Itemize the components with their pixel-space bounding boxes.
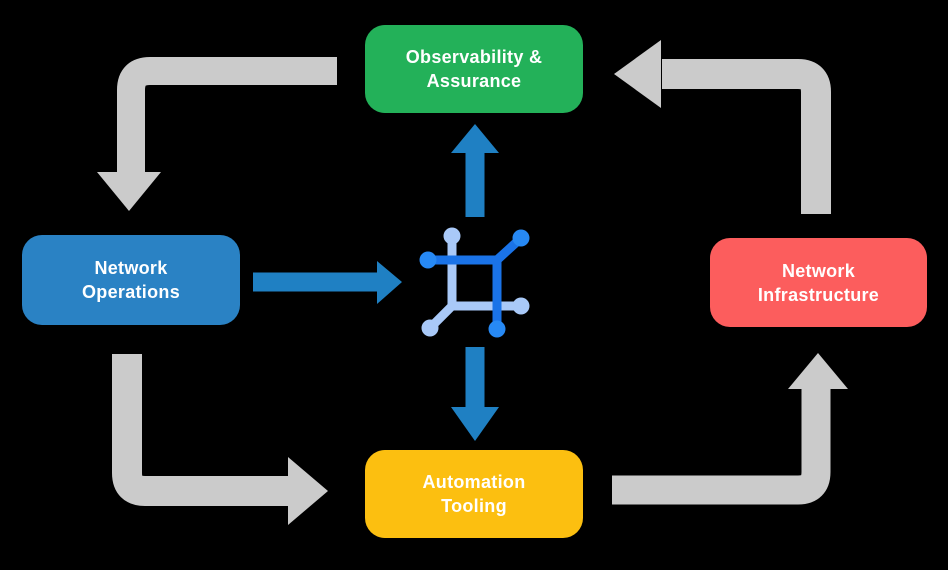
node-label-line1: Observability & xyxy=(405,47,543,67)
node-label-line2: Infrastructure xyxy=(757,284,880,305)
network-hub-icon xyxy=(419,227,530,338)
arrow-hub-to-observability xyxy=(451,124,499,217)
icon-blue-node xyxy=(419,251,437,269)
arrow-automation-to-infrastructure xyxy=(612,353,848,505)
arrow-observability-to-operations xyxy=(97,57,337,211)
arrow-hub-to-automation xyxy=(451,347,499,441)
arrow-infrastructure-to-observability xyxy=(614,40,831,214)
node-observability-assurance: Observability & Assurance xyxy=(365,25,583,113)
arrow-shaft xyxy=(662,59,831,214)
arrow-head xyxy=(97,172,161,211)
node-label-line2: Tooling xyxy=(441,496,507,516)
icon-blue-node xyxy=(488,320,506,338)
node-label-line1: Network xyxy=(781,260,856,281)
node-label-line1: Network xyxy=(94,258,168,278)
arrow-head xyxy=(451,124,499,153)
icon-light-node xyxy=(443,227,461,245)
arrow-head xyxy=(377,261,402,304)
icon-blue-node xyxy=(512,229,530,247)
node-network-infrastructure: Network Infrastructure xyxy=(710,238,927,327)
node-label-line2: Assurance xyxy=(426,71,522,91)
arrow-shaft xyxy=(612,389,831,505)
arrow-operations-to-hub xyxy=(253,261,402,304)
icon-light-node xyxy=(421,319,439,337)
arrow-head xyxy=(788,353,848,389)
arrow-operations-to-automation xyxy=(112,354,328,525)
arrow-shaft xyxy=(112,354,289,506)
node-label-line1: Automation xyxy=(422,472,526,492)
node-automation-tooling: Automation Tooling xyxy=(365,450,583,538)
arrow-head xyxy=(614,40,661,108)
arrow-shaft xyxy=(117,57,337,174)
icon-light-node xyxy=(512,297,530,315)
arrow-head xyxy=(451,407,499,441)
node-network-operations: Network Operations xyxy=(22,235,240,325)
arrow-head xyxy=(288,457,328,525)
node-label-line2: Operations xyxy=(81,282,181,302)
